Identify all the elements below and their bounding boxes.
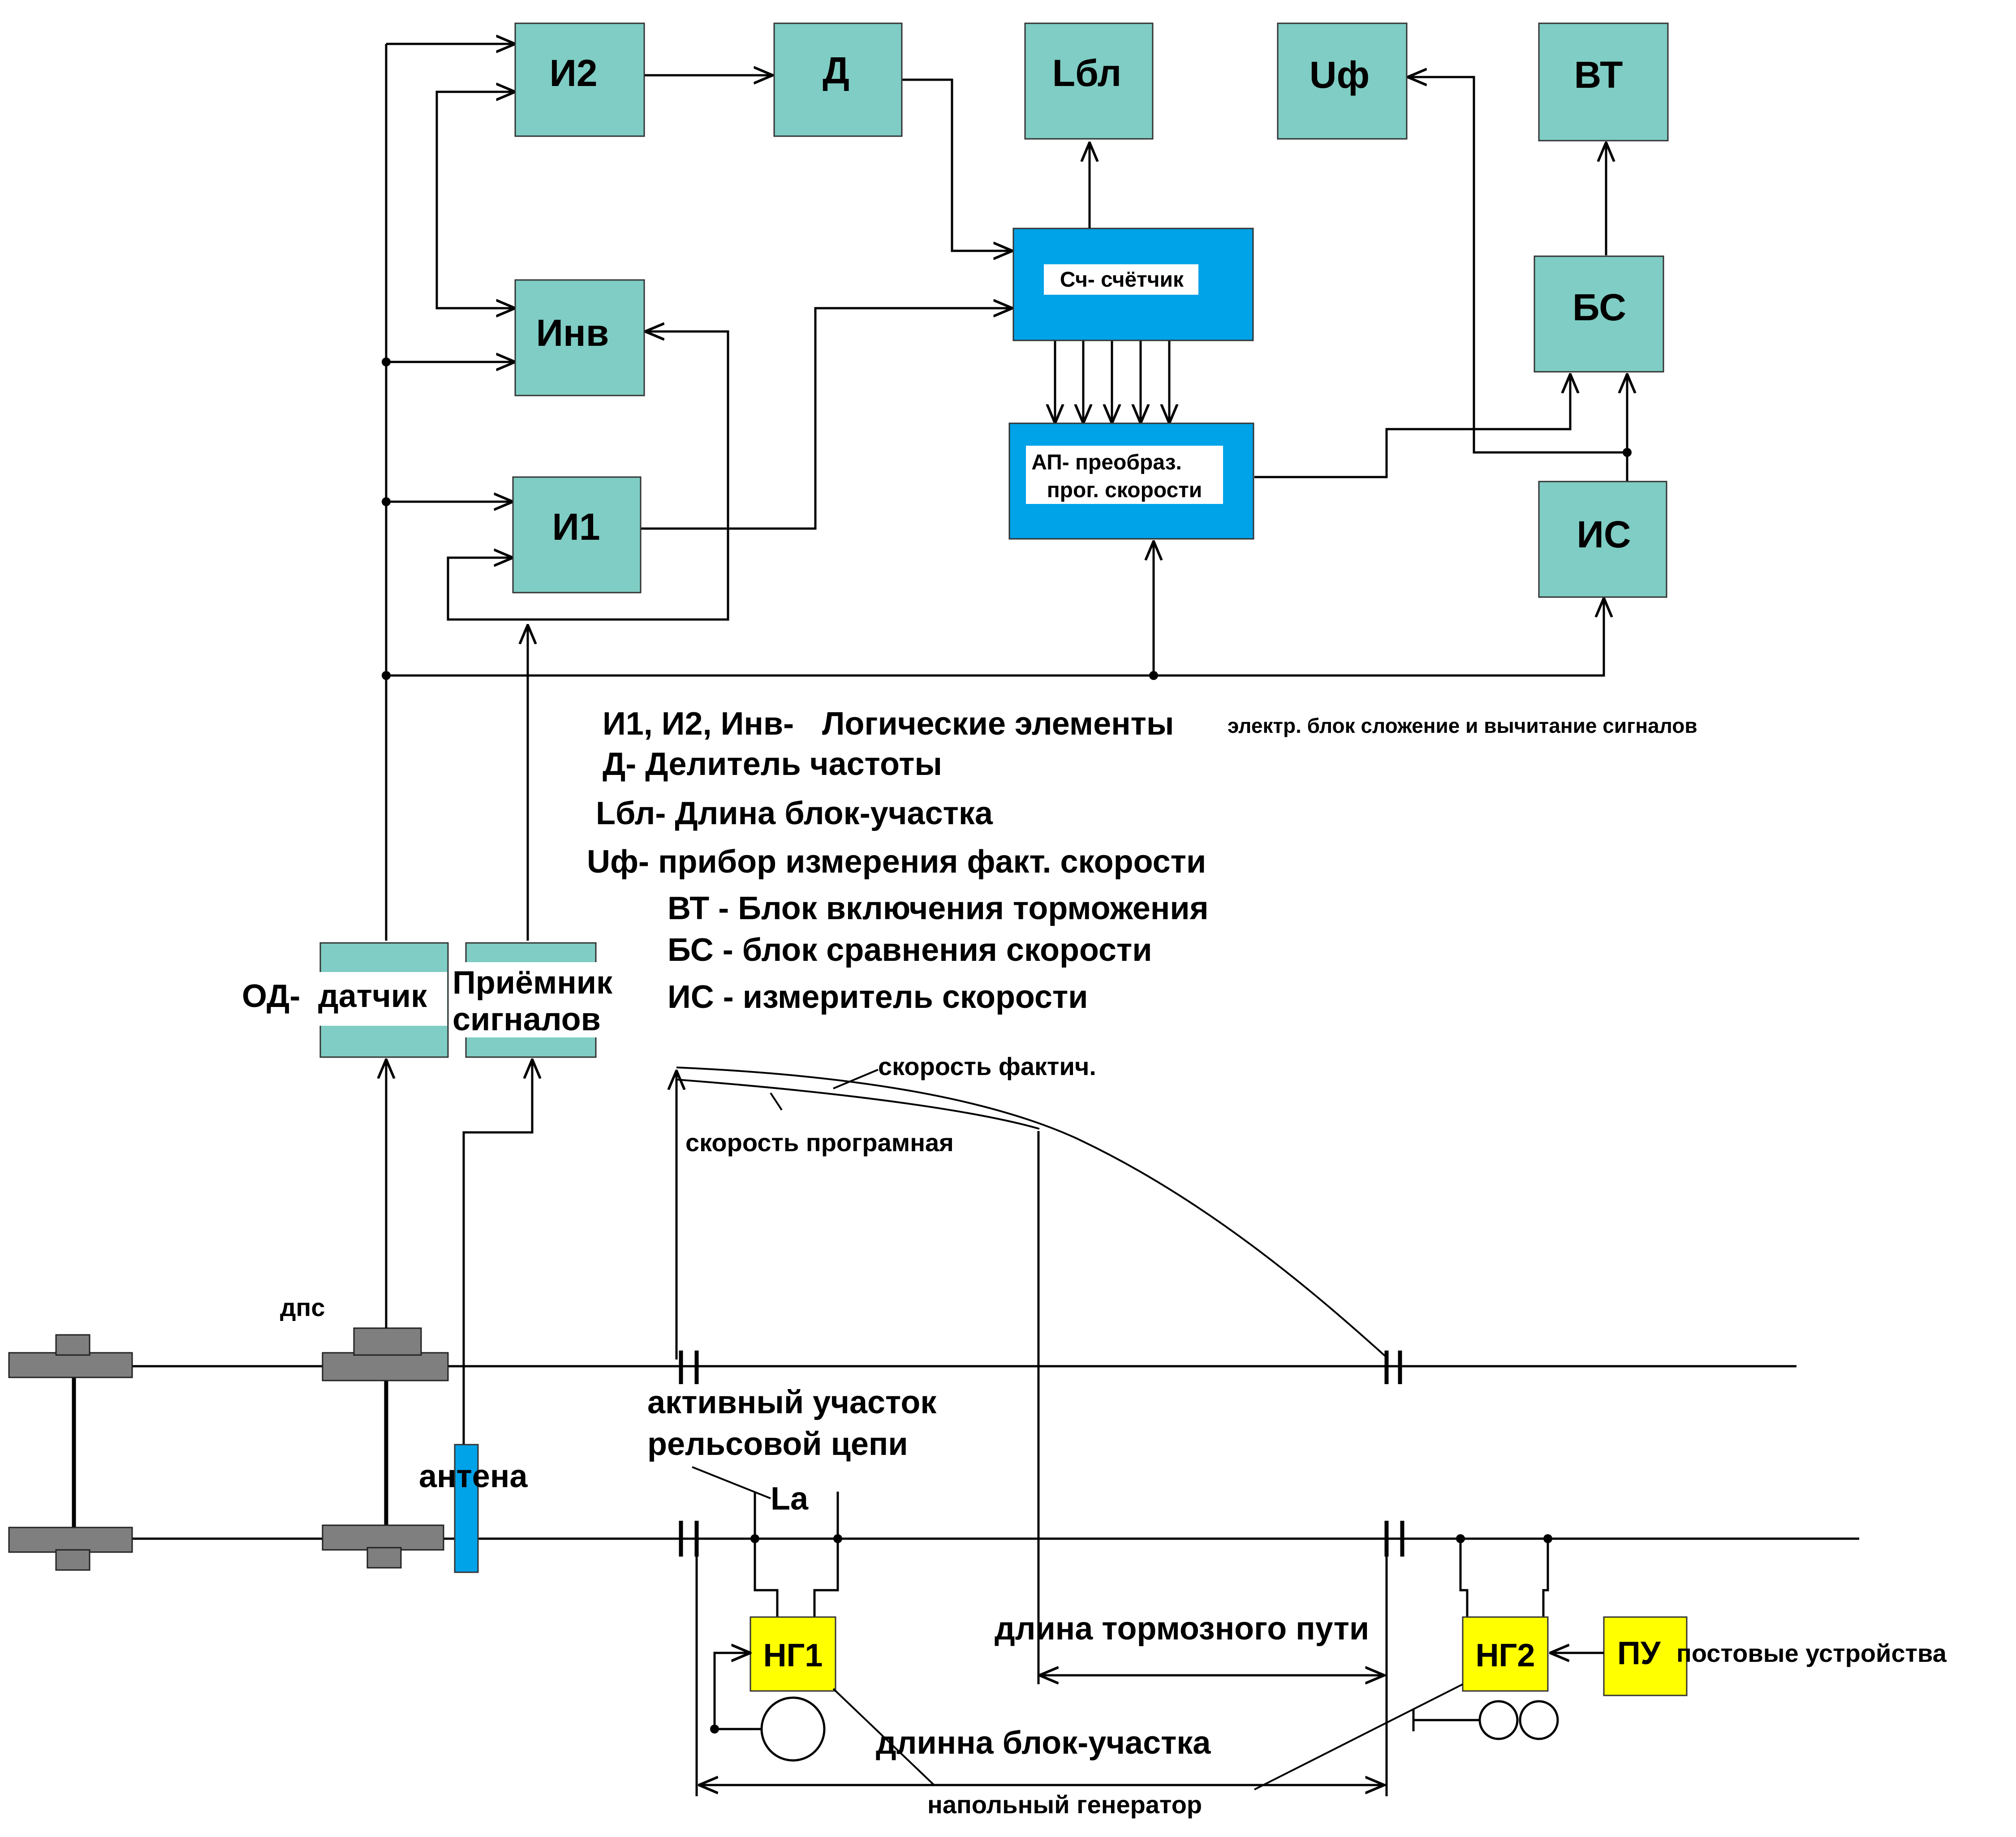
block-divider: Д [773, 22, 903, 137]
svg-text:прог. скорости: прог. скорости [1047, 478, 1202, 502]
dps-label: дпс [280, 1293, 325, 1321]
svg-text:электр. блок сложение и вычита: электр. блок сложение и вычитание сигнал… [1228, 714, 1697, 737]
svg-text:НГ1: НГ1 [763, 1638, 823, 1674]
block-length: длинна блок-участка напольный генератор [699, 1683, 1463, 1819]
svg-text:Сч- счётчик: Сч- счётчик [1060, 268, 1184, 292]
svg-text:И1: И1 [552, 506, 600, 548]
block-i2: И2 [514, 22, 645, 137]
svg-text:НГ2: НГ2 [1476, 1638, 1535, 1674]
block-uf: Uф [1277, 22, 1408, 140]
block-od-sensor: ОД- датчик [242, 942, 449, 1058]
track [9, 1351, 1859, 1557]
active-section: активный участок рельсовой цепи La [647, 1385, 937, 1617]
svg-text:И2: И2 [549, 52, 597, 94]
legend: И1, И2, Инв- Логические элементы электр.… [587, 706, 1697, 1015]
svg-text:напольный генератор: напольный генератор [927, 1790, 1202, 1819]
svg-text:Lбл: Lбл [1052, 52, 1121, 94]
block-vt: ВТ [1538, 22, 1669, 142]
svg-text:И1, И2, Инв-: И1, И2, Инв- [603, 706, 794, 742]
svg-text:БС - блок сравнения скорости: БС - блок сравнения скорости [668, 932, 1152, 968]
svg-text:длинна блок-участка: длинна блок-участка [876, 1725, 1211, 1761]
svg-text:ПУ: ПУ [1617, 1635, 1661, 1671]
svg-text:Uф- прибор измерения факт. ско: Uф- прибор измерения факт. скорости [587, 844, 1206, 880]
svg-text:ИС - измеритель скорости: ИС - измеритель скорости [668, 979, 1088, 1015]
generator-ng1: НГ1 [695, 1557, 836, 1796]
block-lbl: Lбл [1024, 22, 1154, 140]
speed-curves: скорость фактич. скорость програмная [676, 1052, 1387, 1684]
svg-text:рельсовой цепи: рельсовой цепи [647, 1426, 908, 1462]
svg-text:длина тормозного пути: длина тормозного пути [995, 1611, 1369, 1647]
antenna: антена [419, 1059, 532, 1573]
svg-text:скорость програмная: скорость програмная [685, 1128, 954, 1157]
block-bs: БС [1534, 255, 1664, 373]
svg-text:ОД-: ОД- [242, 978, 300, 1014]
svg-text:антена: антена [419, 1458, 528, 1494]
svg-text:Логические элементы: Логические элементы [822, 706, 1174, 742]
svg-text:сигналов: сигналов [452, 1002, 601, 1037]
svg-text:АП- преобраз.: АП- преобраз. [1031, 451, 1182, 474]
svg-text:ИС: ИС [1577, 513, 1631, 555]
svg-text:ВТ: ВТ [1574, 54, 1623, 96]
block-is: ИС [1538, 481, 1667, 598]
svg-text:постовые устройства: постовые устройства [1676, 1639, 1947, 1667]
svg-text:Д- Делитель частоты: Д- Делитель частоты [603, 746, 942, 782]
svg-text:Приёмник: Приёмник [452, 965, 613, 1001]
svg-text:датчик: датчик [318, 978, 427, 1014]
block-i1: И1 [512, 476, 642, 594]
svg-text:Д: Д [823, 49, 849, 91]
generator-ng2: НГ2 [1412, 1534, 1559, 1740]
wheelset-dps [322, 1327, 449, 1569]
block-inv: Инв [514, 279, 645, 396]
block-receiver: Приёмник сигналов [452, 942, 632, 1058]
post-devices: ПУ постовые устройства [1550, 1616, 1947, 1696]
svg-text:ВТ - Блок включения торможени: ВТ - Блок включения торможения [668, 891, 1209, 926]
svg-text:БС: БС [1572, 286, 1626, 328]
svg-text:Lбл- Длина блок-участка: Lбл- Длина блок-участка [596, 796, 993, 831]
block-counter: Сч- счётчик [1012, 228, 1254, 341]
wheelset-left [8, 1334, 133, 1571]
svg-text:La: La [771, 1481, 809, 1517]
braking-distance: длина тормозного пути [995, 1557, 1388, 1796]
svg-text:Uф: Uф [1310, 54, 1370, 96]
wires [382, 44, 1632, 941]
svg-text:Инв: Инв [536, 312, 609, 354]
svg-text:скорость фактич.: скорость фактич. [878, 1052, 1096, 1080]
svg-text:активный участок: активный участок [647, 1385, 937, 1420]
block-ap: АП- преобраз. прог. скорости [1008, 422, 1254, 540]
